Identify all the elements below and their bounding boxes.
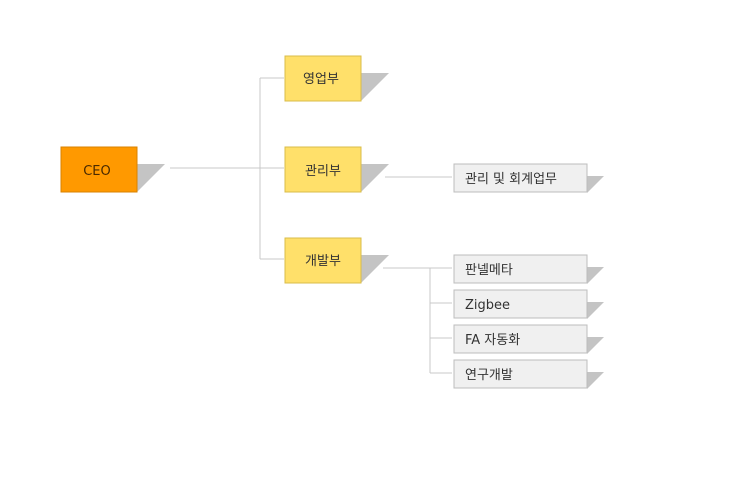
team-node-panel-meta: 판넬메타 [453, 254, 604, 284]
department-node-sales: 영업부 [284, 55, 389, 102]
node-shadow [137, 164, 165, 192]
connector-lines [170, 77, 452, 374]
node-shadow [587, 176, 604, 193]
department-label: 관리부 [305, 164, 341, 179]
team-label: FA 자동화 [465, 333, 520, 348]
team-node-fa-automation: FA 자동화 [453, 324, 604, 354]
department-node-admin: 관리부 [284, 146, 389, 193]
team-label: 관리 및 회계업무 [465, 172, 557, 187]
node-shadow [361, 73, 389, 101]
team-label: Zigbee [465, 298, 510, 313]
department-box [284, 237, 362, 284]
team-label: 연구개발 [465, 368, 513, 383]
team-box [453, 254, 588, 284]
node-shadow [587, 372, 604, 389]
team-box [453, 163, 588, 193]
team-node-rnd: 연구개발 [453, 359, 604, 389]
ceo-node: CEO [60, 146, 165, 193]
ceo-label: CEO [83, 164, 111, 179]
team-node-zigbee: Zigbee [453, 289, 604, 319]
node-shadow [587, 302, 604, 319]
ceo-box [60, 146, 138, 193]
department-node-dev: 개발부 [284, 237, 389, 284]
node-shadow [361, 255, 389, 283]
department-label: 영업부 [303, 72, 339, 87]
department-box [284, 146, 362, 193]
department-box [284, 55, 362, 102]
team-box [453, 289, 588, 319]
node-shadow [587, 337, 604, 354]
team-box [453, 324, 588, 354]
team-node-accounting: 관리 및 회계업무 [453, 163, 604, 193]
node-shadow [587, 267, 604, 284]
team-label: 판넬메타 [465, 263, 513, 278]
node-shadow [361, 164, 389, 192]
department-label: 개발부 [305, 254, 341, 269]
team-box [453, 359, 588, 389]
